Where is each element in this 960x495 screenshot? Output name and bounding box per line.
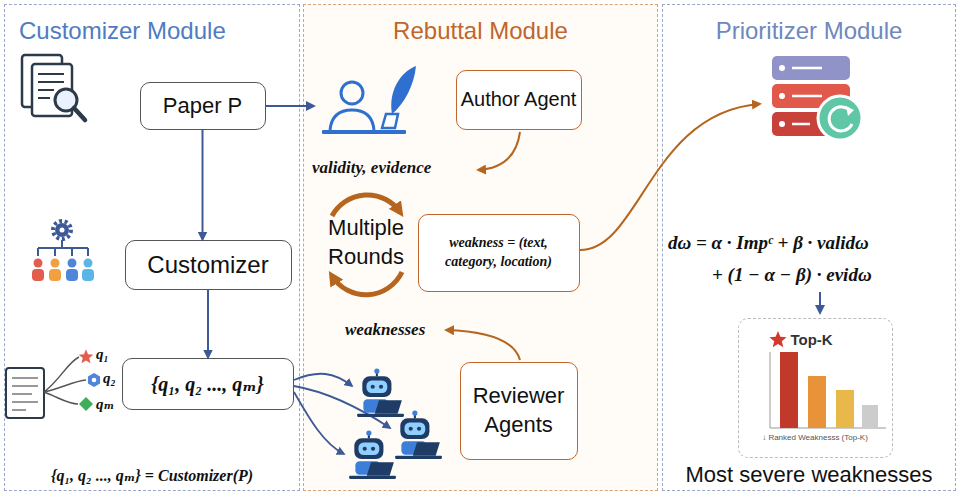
annotation-text: validity, evidence — [312, 158, 431, 178]
person-body — [32, 269, 44, 281]
query-label: q₂ — [103, 370, 116, 387]
annotation-text: Multiple Rounds — [316, 214, 416, 271]
query-star — [79, 349, 94, 363]
magnifier-handle — [74, 108, 85, 120]
process-box: Customizer — [125, 240, 292, 290]
gear — [55, 223, 69, 237]
formula-text: {q₁, q₂ ..., qₘ} = Customizer(P) — [4, 466, 300, 485]
refresh-arrow — [846, 106, 854, 116]
chart-bar — [780, 352, 798, 428]
person-head — [51, 259, 60, 268]
agent-box: Reviewer Agents — [460, 362, 578, 460]
top-star — [769, 331, 786, 347]
formula-text: dω = α · Impᶜ + β · validω — [668, 232, 869, 254]
magnifier-lens — [55, 89, 77, 111]
node-label: Author Agent — [461, 88, 577, 111]
person-head — [84, 259, 93, 268]
panel-title: Rebuttal Module — [304, 17, 657, 45]
server-unit — [772, 84, 850, 108]
chart-axis — [770, 352, 771, 428]
server-led — [779, 93, 785, 99]
server-icon — [772, 56, 862, 140]
formula-text: + (1 − α − β) · evidω — [712, 264, 872, 286]
server-led — [779, 121, 785, 127]
query-hexagon-dot — [92, 378, 97, 383]
agent-box: Author Agent — [456, 70, 582, 130]
chart-bar — [836, 390, 854, 428]
process-box: Paper P — [140, 82, 266, 130]
panel-title: Top-K — [791, 331, 833, 348]
gear-teeth — [53, 221, 71, 239]
person-body — [49, 269, 61, 281]
hierarchy-lines — [38, 240, 88, 256]
panel-title: Prioritizer Module — [663, 17, 955, 45]
server-unit — [772, 112, 850, 136]
flow-arrow — [207, 290, 209, 358]
chart-bar — [808, 376, 826, 428]
panel-title: ↓ Ranked Weaknesss (Top-K) — [739, 433, 892, 442]
caption-text: Most severe weaknesses — [662, 462, 956, 488]
person-body — [66, 269, 78, 281]
hierarchy-icon — [32, 221, 94, 281]
query-diamond — [79, 397, 93, 411]
weakness-box: weakness = (text, category, location) — [418, 214, 580, 292]
paper-lines — [38, 74, 64, 98]
query-label: qₘ — [96, 395, 114, 413]
bar-chart — [769, 331, 886, 428]
refresh-arrow — [829, 107, 852, 131]
module-panel: Customizer ModulePaper P Customizer {q₁, q… — [4, 4, 300, 491]
chart-frame: Top-K ↓ Ranked Weaknesss (Top-K) — [738, 318, 893, 458]
paper-sheet — [22, 55, 62, 107]
panel-title: Customizer Module — [19, 17, 226, 45]
flow-arrow — [819, 292, 821, 313]
chart-bar — [862, 405, 878, 428]
node-label: Paper P — [163, 93, 243, 119]
chart-axis — [770, 428, 886, 429]
paper-sheet — [32, 64, 72, 116]
document-sheet — [6, 368, 44, 418]
query-hexagon — [88, 373, 100, 387]
query-label: q₁ — [96, 346, 109, 363]
node-label: Reviewer Agents — [461, 382, 577, 439]
person-head — [34, 259, 43, 268]
server-slot — [792, 68, 822, 124]
fan-lines — [44, 357, 86, 404]
query-fan-icon — [6, 349, 100, 418]
person-head — [68, 259, 77, 268]
node-label: {q₁, q₂ ..., qₘ} — [151, 372, 263, 396]
person-body — [82, 269, 94, 281]
flow-arrow — [202, 130, 204, 240]
server-led — [779, 65, 785, 71]
node-label: Customizer — [147, 251, 268, 279]
gear-hole — [60, 228, 65, 233]
query-star — [79, 349, 94, 363]
server-unit — [772, 56, 850, 80]
document-lines — [12, 378, 38, 410]
refresh-badge — [818, 96, 862, 140]
paper-icon — [22, 55, 85, 120]
node-label: weakness = (text, category, location) — [423, 234, 575, 272]
annotation-text: weaknesses — [345, 320, 425, 340]
query-set-box: {q₁, q₂ ..., qₘ} — [122, 358, 294, 410]
